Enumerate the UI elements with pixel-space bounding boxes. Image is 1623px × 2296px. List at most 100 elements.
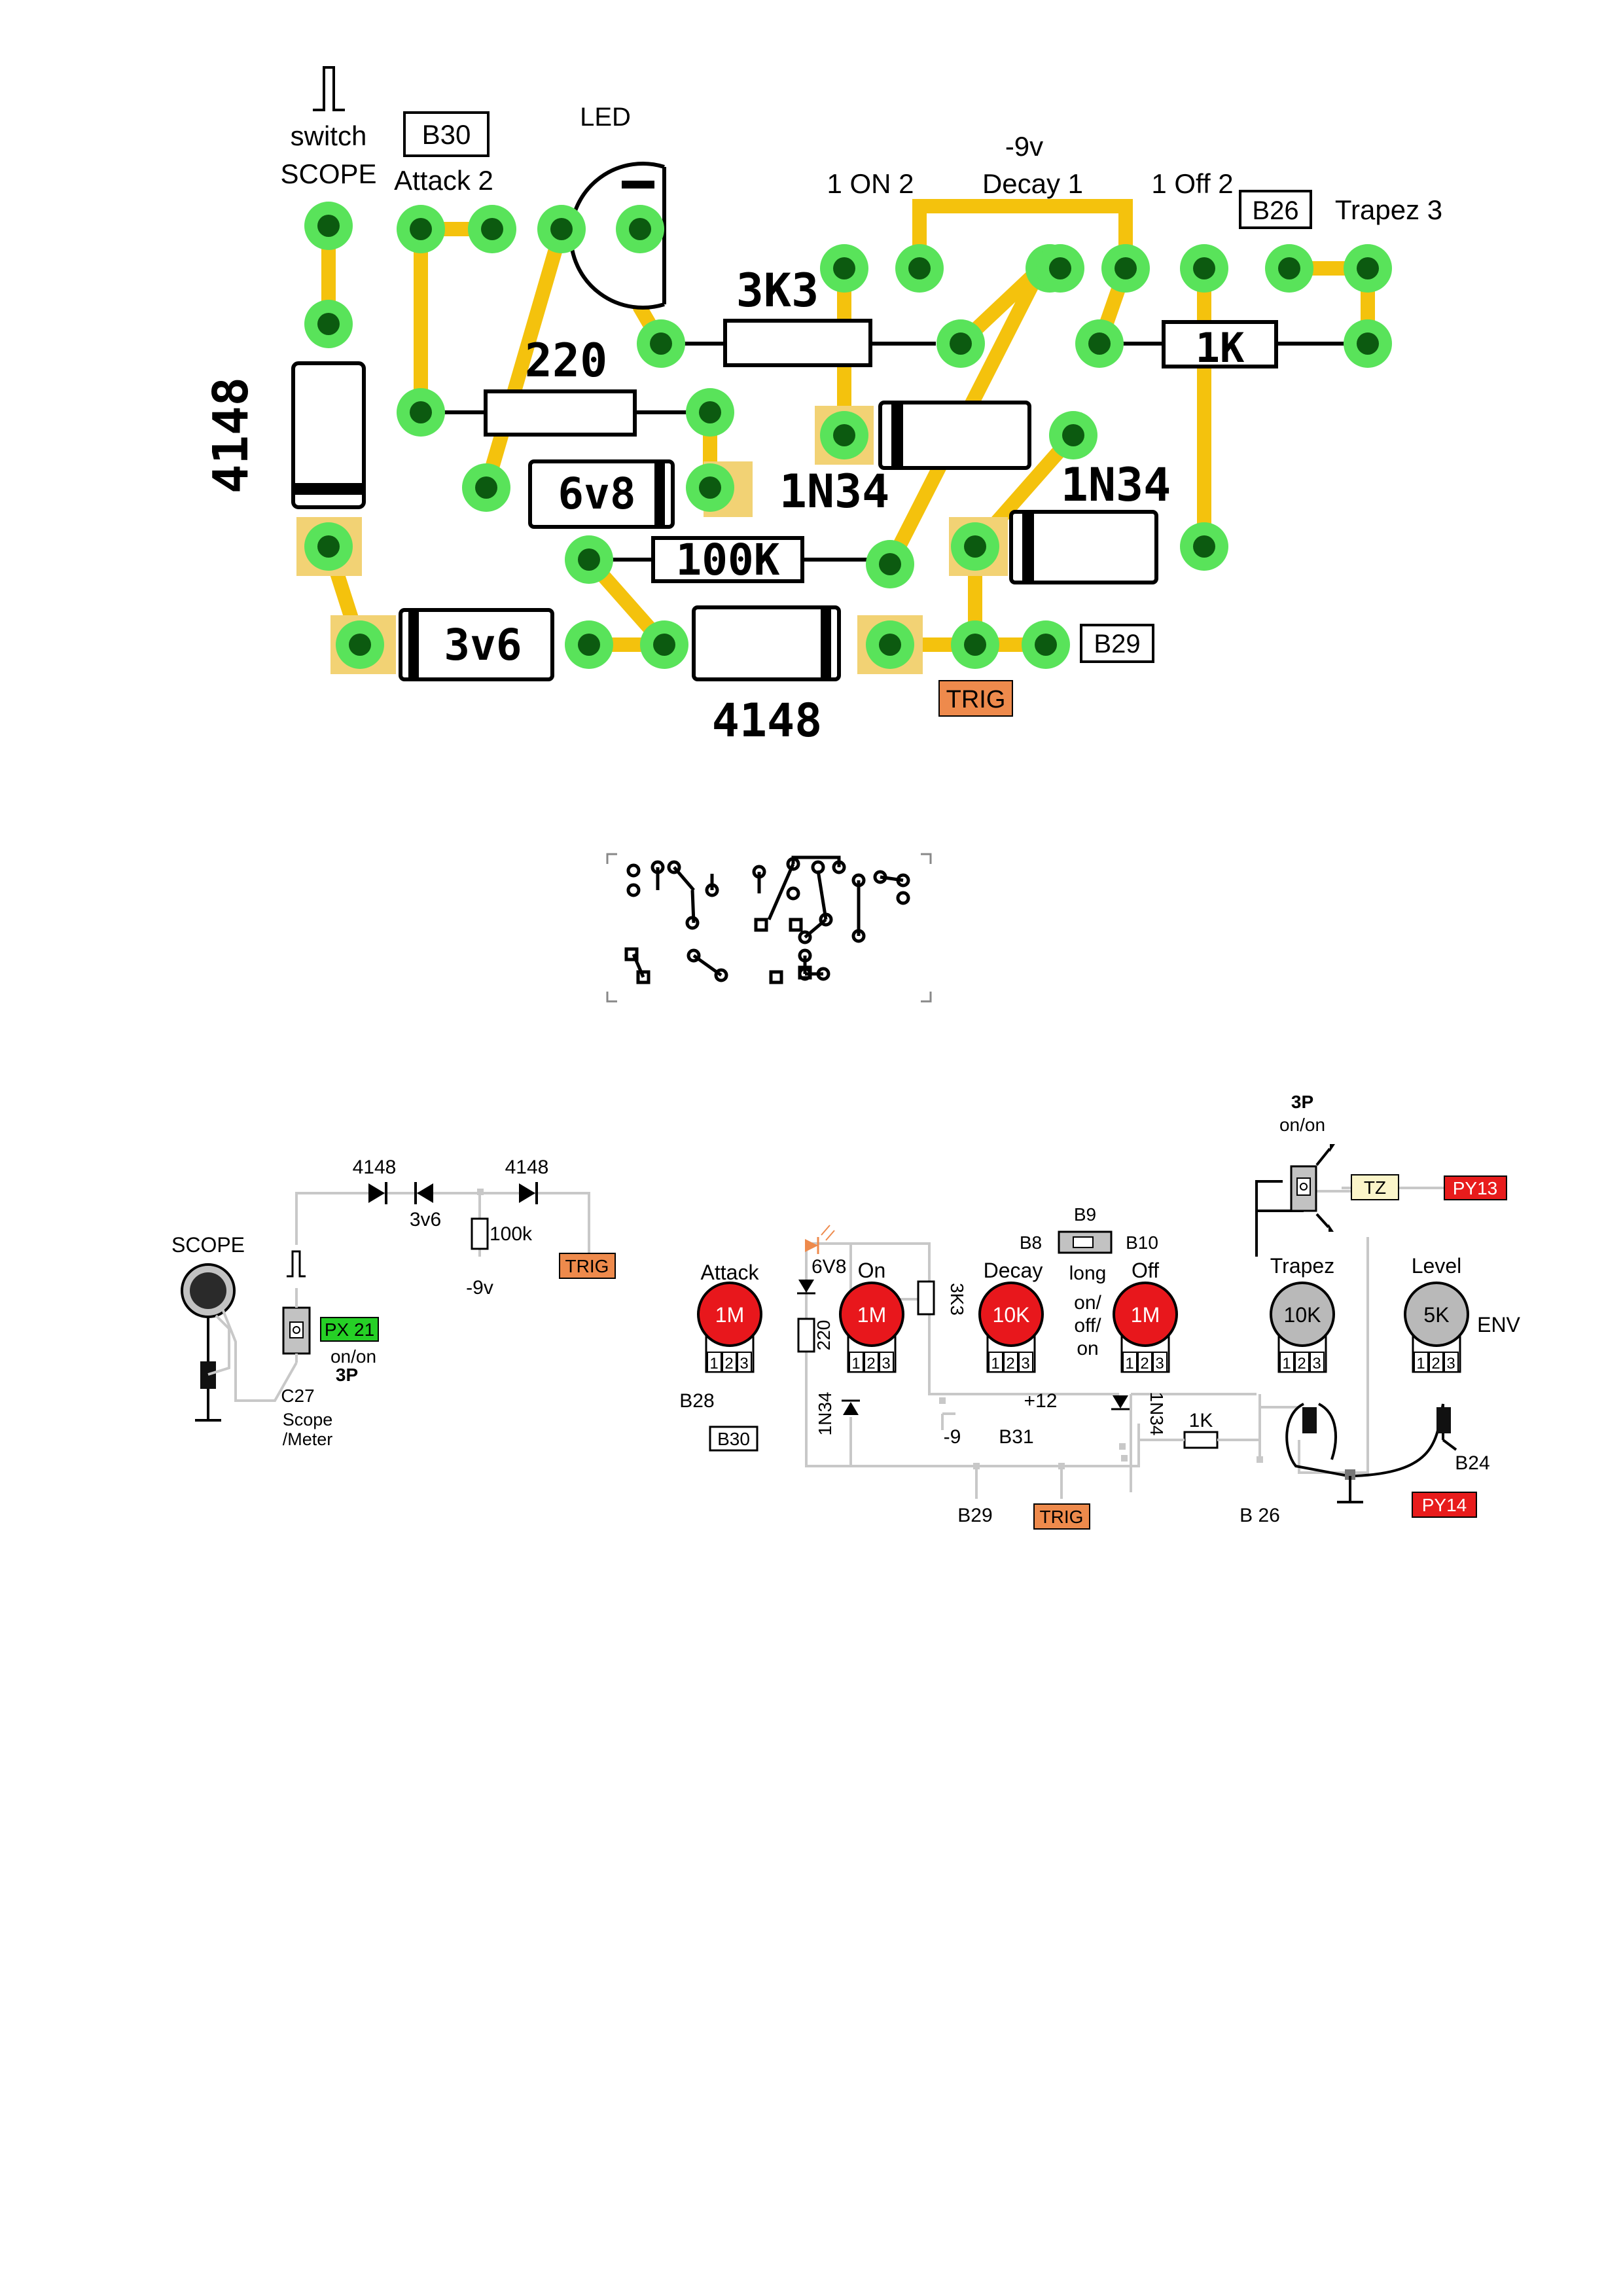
sch-b30-label: B30	[717, 1429, 750, 1449]
diode-1n34-b-body	[1009, 510, 1158, 584]
pot-pin	[1003, 1352, 1018, 1372]
sch-b26-label: B 26	[1240, 1505, 1280, 1526]
pot-knob	[1270, 1282, 1335, 1347]
diode-4148-b-symbol	[519, 1183, 535, 1203]
copper-feature	[798, 930, 812, 944]
sch-decay-label: Decay	[984, 1259, 1043, 1282]
pot-pin	[1414, 1352, 1429, 1372]
sch-right-3p-label: 3P	[1291, 1092, 1313, 1112]
pot-pin	[1122, 1352, 1137, 1372]
pcb-pad	[686, 463, 734, 512]
sch-neg9-label: -9	[944, 1426, 961, 1448]
sch-attack-label: Attack	[701, 1261, 760, 1284]
pcb-decay1-label: Decay 1	[982, 168, 1083, 199]
diode-4148-a-symbol	[368, 1183, 385, 1203]
pot-knob	[697, 1282, 762, 1347]
diode-1n34-a-body	[878, 401, 1031, 470]
sch-c27-label: C27	[281, 1386, 314, 1406]
pulse-icon	[313, 66, 345, 111]
pcb-components	[291, 319, 1355, 681]
resistor-100k-symbol	[471, 1217, 489, 1250]
pcb-pad	[397, 205, 445, 253]
pcb-100k-label: 100K	[676, 535, 780, 585]
resistor-3k3-symbol	[917, 1280, 935, 1316]
sch-long-label: long	[1069, 1263, 1107, 1284]
resistor-220-symbol	[797, 1318, 815, 1353]
copper-feature	[626, 863, 641, 878]
pcb-pad	[936, 319, 985, 368]
sch-b31-label: B31	[999, 1426, 1033, 1448]
pot-pin	[849, 1352, 864, 1372]
sch-level-label: Level	[1412, 1254, 1462, 1278]
copper-feature	[789, 918, 803, 932]
pcb-b26-label: B26	[1252, 196, 1298, 225]
diode-1n34-a-symbol	[843, 1402, 859, 1415]
pcb-pad	[616, 205, 664, 253]
sch-left-trig-label: TRIG	[565, 1256, 609, 1276]
resistor-220-body	[484, 389, 637, 437]
pcb-pad	[895, 244, 944, 293]
pcb-6v8-label: 6v8	[558, 469, 635, 519]
pcb-pad	[1036, 244, 1084, 293]
led-symbol	[805, 1239, 818, 1252]
sch-right-trig-label: TRIG	[1040, 1507, 1084, 1527]
pcb-3k3-label: 3K3	[736, 264, 819, 317]
sch-env-label: ENV	[1477, 1313, 1520, 1336]
zener-3v6-body	[399, 608, 554, 681]
sch-1n34-b-label: 1N34	[1147, 1392, 1167, 1436]
sch-off-label: Off	[1132, 1259, 1159, 1282]
pcb-pad	[1180, 522, 1228, 571]
sch-b28-label: B28	[679, 1390, 714, 1412]
pcb-pad	[397, 388, 445, 437]
resistor-3k3-body	[723, 319, 872, 367]
pot-pin-label: 3	[740, 1355, 748, 1372]
pot-value-label: 5K	[1423, 1303, 1449, 1327]
pcb-pad	[820, 244, 868, 293]
sch-pulse-icon	[287, 1250, 306, 1278]
pcb-pad	[820, 411, 868, 459]
pot-pin-label: 1	[1282, 1355, 1291, 1372]
pot-pin-label: 2	[1006, 1355, 1014, 1372]
zener-3v6-symbol	[417, 1183, 433, 1203]
sch-left-3p-label: 3P	[336, 1365, 358, 1385]
sch-px21-label: PX 21	[325, 1319, 374, 1340]
pcb-pad	[1265, 244, 1313, 293]
sch-b8-label: B8	[1020, 1232, 1042, 1253]
pot-pin	[737, 1352, 752, 1372]
copper-feature	[636, 970, 651, 984]
zener-6v8-body	[528, 459, 675, 529]
copper-feature	[687, 948, 701, 963]
pot-value-label: 10K	[1284, 1303, 1321, 1327]
pot-pin	[722, 1352, 737, 1372]
pot-pin	[864, 1352, 879, 1372]
pcb-pad	[304, 300, 353, 348]
sch-neg9v-label: -9v	[466, 1277, 493, 1299]
pcb-pad	[1022, 620, 1070, 669]
pot-pin	[1152, 1352, 1168, 1372]
pot-pin-label: 1	[1125, 1355, 1133, 1372]
pot-value-label: 10K	[993, 1303, 1030, 1327]
pcb-1n34-a-label: 1N34	[779, 465, 890, 518]
sch-3v6-label: 3v6	[410, 1209, 441, 1230]
sch-220-label: 220	[813, 1320, 834, 1351]
pcb-pad	[686, 388, 734, 437]
sch-scope-meter-line2: /Meter	[283, 1429, 333, 1449]
pcb-pad	[336, 620, 384, 669]
pot-value-label: 1M	[715, 1303, 744, 1327]
pot-pin-label: 2	[866, 1355, 875, 1372]
copper-feature	[626, 883, 641, 897]
pcb-b29-label: B29	[1094, 630, 1140, 658]
pot-pin-label: 2	[1297, 1355, 1306, 1372]
pot-knob	[1113, 1282, 1178, 1347]
sch-on2-label: on	[1077, 1338, 1098, 1359]
pcb-labels: switch SCOPE B30 Attack 2 LED -9v 1 ON 2…	[203, 66, 1442, 747]
pcb-pad	[537, 205, 586, 253]
copper-feature	[786, 886, 800, 901]
pot-knob	[1404, 1282, 1469, 1347]
pcb-trapez3-label: Trapez 3	[1335, 194, 1442, 225]
pot-pin	[988, 1352, 1003, 1372]
